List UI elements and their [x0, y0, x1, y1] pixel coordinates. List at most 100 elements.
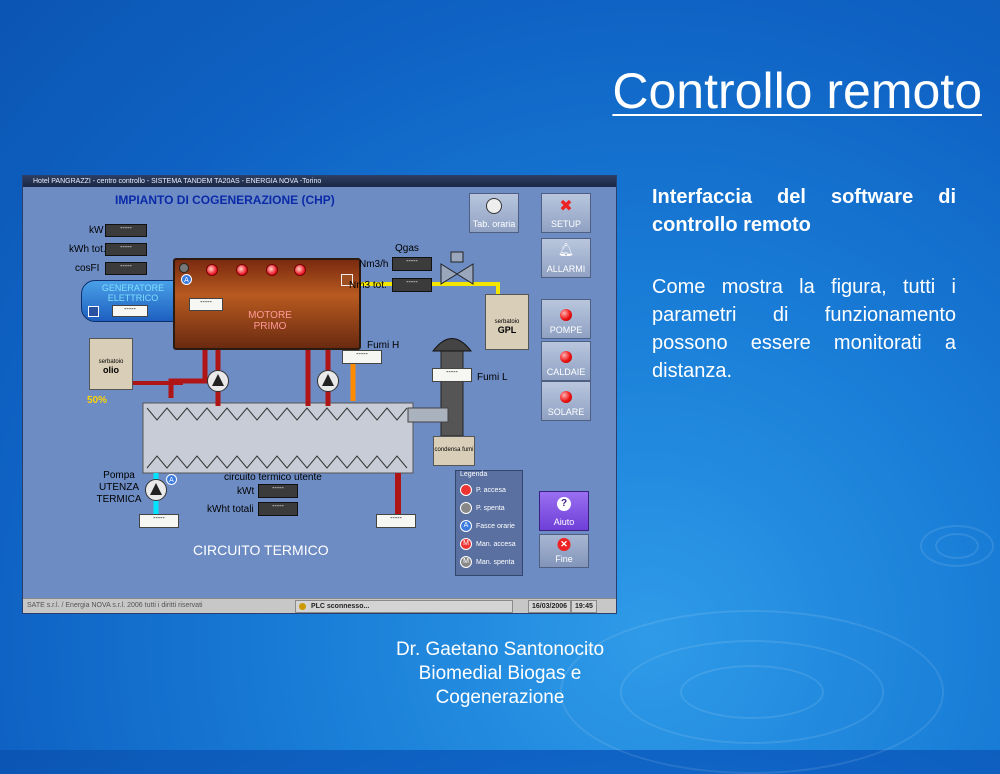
kwht-total-value: -----	[258, 502, 298, 516]
generator-value: -----	[112, 305, 148, 317]
engine-cylinder-indicator	[236, 264, 248, 276]
pump-utenza-line: TERMICA	[96, 494, 142, 505]
kw-value: -----	[105, 224, 147, 237]
setup-button[interactable]: ✖ SETUP	[541, 193, 591, 233]
help-icon: ?	[557, 497, 571, 511]
author-topic: Cogenerazione	[435, 687, 565, 708]
pompe-label: POMPE	[549, 325, 583, 335]
allarmi-label: ALLARMI	[546, 264, 586, 274]
gas-valve	[440, 263, 458, 285]
pump-on-icon	[460, 484, 472, 497]
legend-item-label: Man. accesa	[476, 541, 516, 548]
tab-oraria-button[interactable]: Tab. oraria	[469, 193, 519, 233]
gpl-tank: serbatoio GPL	[485, 294, 529, 350]
oil-tank-caption: serbatoio	[98, 359, 124, 365]
description-heading: Interfaccia del software di controllo re…	[652, 186, 956, 236]
pump-off-icon	[460, 502, 472, 515]
legend-item-label: P. accesa	[476, 487, 506, 494]
aiuto-label: Aiuto	[553, 517, 575, 527]
kw-label: kW	[89, 225, 104, 236]
caldaie-status-lamp	[560, 351, 572, 363]
cosfi-value: -----	[105, 262, 147, 275]
nm3-total-value: -----	[392, 278, 432, 292]
ripple-decoration	[935, 533, 979, 559]
window-titlebar: Hotel PANGRAZZI - centro controllo - SIS…	[23, 176, 616, 187]
kwh-total-value: -----	[105, 243, 147, 256]
engine-cylinder-indicator	[294, 264, 306, 276]
solare-button[interactable]: SOLARE	[541, 381, 591, 421]
engine-cylinder-indicator	[266, 264, 278, 276]
kwt-value: -----	[258, 484, 298, 498]
nm3h-label: Nm3/h	[359, 259, 389, 270]
engine-fan-icon	[179, 263, 189, 273]
clock-icon	[486, 198, 502, 214]
gpl-tank-name: GPL	[497, 325, 517, 335]
control-software-window: Hotel PANGRAZZI - centro controllo - SIS…	[22, 175, 617, 614]
user-circuit-pump[interactable]	[145, 479, 167, 501]
legend-item-label: P. spenta	[476, 505, 505, 512]
setup-label: SETUP	[550, 219, 581, 229]
user-pump-schedule-icon: A	[166, 474, 177, 485]
caldaie-label: CALDAIE	[546, 367, 586, 377]
generator-label: GENERATORE ELETTRICO	[101, 283, 165, 303]
engine-value: -----	[189, 298, 223, 311]
copyright-text: SATE s.r.l. / Energia NOVA s.r.l. 2006 t…	[27, 602, 203, 609]
author-credit: Dr. Gaetano Santonocito Biomedial Biogas…	[360, 638, 640, 710]
gpl-tank-caption: serbatoio	[494, 319, 520, 325]
gas-valve	[456, 263, 474, 285]
plc-status: PLC sconnesso...	[295, 600, 513, 613]
status-date: 16/03/2006	[528, 600, 572, 613]
oil-level: 50%	[87, 395, 108, 406]
tab-oraria-label: Tab. oraria	[472, 219, 516, 229]
engine-manual-icon	[341, 274, 353, 286]
cosfi-label: cosFI	[75, 263, 100, 274]
pump-utenza-label: Pompa UTENZA TERMICA	[89, 470, 149, 506]
caldaie-button[interactable]: CALDAIE	[541, 341, 591, 381]
schedule-icon: A	[460, 520, 472, 533]
plc-icon	[299, 602, 306, 610]
pompe-button[interactable]: POMPE	[541, 299, 591, 339]
author-org: Biomedial Biogas e	[418, 663, 582, 684]
legend-title: Legenda	[460, 471, 488, 478]
ripple-decoration	[620, 640, 884, 744]
chimney-stack	[440, 350, 464, 437]
oil-tank: serbatoio olio	[89, 338, 133, 390]
chimney-cap	[431, 338, 473, 352]
electric-generator: GENERATORE ELETTRICO -----	[81, 280, 179, 322]
solare-status-lamp	[560, 391, 572, 403]
kwh-total-label: kWh tot.	[69, 244, 106, 255]
ripple-decoration	[680, 665, 824, 719]
kwht-total-label: kWht totali	[207, 504, 254, 515]
exchanger-pump[interactable]	[317, 370, 339, 392]
exchanger-coil-top	[146, 407, 408, 421]
fine-button[interactable]: ✕ Fine	[539, 534, 589, 568]
legend-item-pump-on: P. accesa	[460, 483, 506, 499]
qgas-label: Qgas	[395, 243, 419, 254]
legend-item-pump-off: P. spenta	[460, 501, 505, 517]
fumi-h-label: Fumi H	[367, 340, 400, 351]
heat-exchanger	[142, 402, 414, 474]
tools-icon: ✖	[559, 198, 573, 215]
engine-pump[interactable]	[207, 370, 229, 392]
legend-item-label: Man. spenta	[476, 559, 515, 566]
allarmi-button[interactable]: 🔔︎ ALLARMI	[541, 238, 591, 278]
description-body: Come mostra la figura, tutti i parametri…	[652, 276, 956, 382]
legend-item-label: Fasce orarie	[476, 523, 515, 530]
plc-status-text: PLC sconnesso...	[310, 603, 370, 610]
manual-on-icon: M	[460, 538, 472, 551]
circuit-label: CIRCUITO TERMICO	[193, 542, 329, 558]
generator-manual-icon	[88, 306, 99, 317]
kwt-label: kWt	[237, 486, 255, 497]
nm3h-value: -----	[392, 257, 432, 271]
pompe-status-lamp	[560, 309, 572, 321]
return-temperature-value: -----	[376, 514, 416, 528]
pump-utenza-line: UTENZA	[99, 482, 139, 493]
engine-cylinder-indicator	[206, 264, 218, 276]
nm3-total-label: Nm3 tot.	[349, 280, 387, 291]
aiuto-button[interactable]: ? Aiuto	[539, 491, 589, 531]
fumi-l-label: Fumi L	[477, 372, 508, 383]
close-icon: ✕	[557, 538, 571, 551]
slide-title: Controllo remoto	[612, 63, 982, 119]
bell-icon: 🔔︎	[557, 242, 575, 257]
ripple-decoration	[920, 525, 994, 567]
